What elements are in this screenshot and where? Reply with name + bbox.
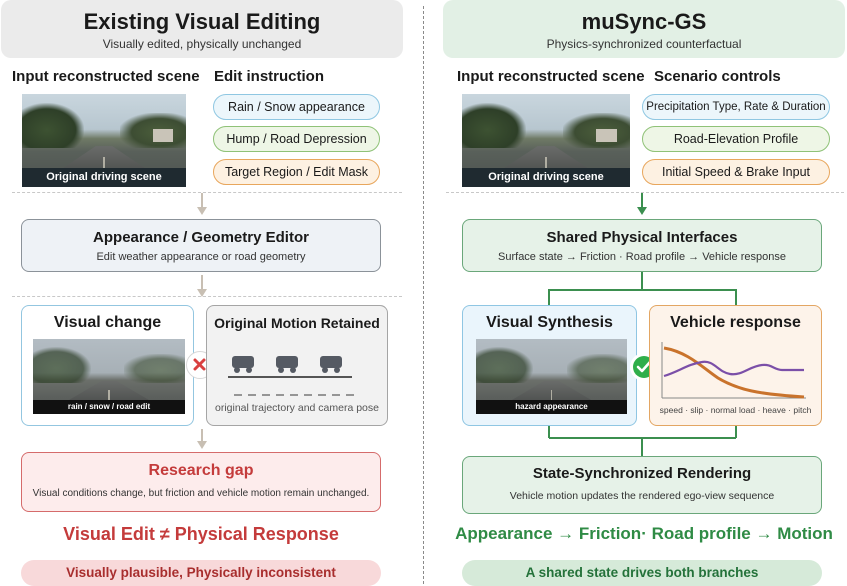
editor-subtitle: Edit weather appearance or road geometry — [96, 251, 306, 263]
left-edit-label: Edit instruction — [214, 68, 324, 85]
pill-hump-road: Hump / Road Depression — [213, 126, 380, 152]
research-gap-subtitle: Visual conditions change, but friction a… — [32, 488, 370, 499]
left-bottom-banner: Visually plausible, Physically inconsist… — [21, 560, 381, 586]
right-input-label: Input reconstructed scene — [457, 68, 645, 85]
branch-split-connector — [548, 272, 737, 306]
right-header: muSync-GS Physics-synchronized counterfa… — [443, 0, 845, 58]
motion-trajectory-diagram — [228, 356, 356, 396]
left-scene-caption: Original driving scene — [22, 168, 186, 187]
right-scene-caption: Original driving scene — [462, 168, 630, 187]
vehicle-response-box: Vehicle response speed · slip · normal l… — [649, 305, 822, 426]
right-divider-1 — [446, 192, 844, 193]
pill-target-region: Target Region / Edit Mask — [213, 159, 380, 185]
vehicle-icon — [320, 356, 342, 373]
pill-road-elevation: Road-Elevation Profile — [642, 126, 830, 152]
pill-initial-speed: Initial Speed & Brake Input — [642, 159, 830, 185]
vehicle-response-title: Vehicle response — [670, 314, 801, 331]
shared-interfaces-title: Shared Physical Interfaces — [546, 229, 738, 246]
shared-interfaces-subtitle: Surface state → Friction · Road profile … — [498, 251, 786, 263]
left-header-subtitle: Visually edited, physically unchanged — [102, 37, 302, 51]
left-header-title: Existing Visual Editing — [83, 9, 321, 34]
response-curve-decay — [663, 346, 805, 399]
vehicle-icon — [276, 356, 298, 373]
pill-rain-snow: Rain / Snow appearance — [213, 94, 380, 120]
rendering-title: State-Synchronized Rendering — [532, 465, 752, 482]
motion-retained-caption: original trajectory and camera pose — [214, 402, 379, 414]
pill-precipitation: Precipitation Type, Rate & Duration — [642, 94, 830, 120]
visual-synthesis-image: hazard appearance — [476, 339, 627, 414]
right-arrow-1 — [637, 193, 647, 215]
panel-divider — [423, 6, 424, 584]
right-header-title: muSync-GS — [581, 9, 707, 34]
left-header: Existing Visual Editing Visually edited,… — [1, 0, 403, 58]
vehicle-response-plot — [661, 342, 806, 399]
response-curve-oscillation — [663, 360, 804, 378]
left-divider-2 — [12, 296, 402, 297]
visual-synthesis-title: Visual Synthesis — [486, 314, 613, 331]
right-statement: Appearance → Friction· Road profile → Mo… — [455, 524, 833, 543]
vehicle-response-caption: speed · slip · normal load · heave · pit… — [659, 405, 812, 415]
left-input-label: Input reconstructed scene — [12, 68, 200, 85]
left-statement: Visual Edit ≠ Physical Response — [63, 524, 339, 544]
vehicle-icon — [232, 356, 254, 373]
left-scene-image: Original driving scene — [22, 94, 186, 187]
editor-box: Appearance / Geometry Editor Edit weathe… — [21, 219, 381, 272]
left-arrow-3 — [197, 429, 207, 449]
left-arrow-2 — [197, 275, 207, 297]
shared-interfaces-box: Shared Physical Interfaces Surface state… — [462, 219, 822, 272]
motion-retained-title: Original Motion Retained — [214, 315, 380, 331]
rendering-box: State-Synchronized Rendering Vehicle mot… — [462, 456, 822, 514]
right-header-subtitle: Physics-synchronized counterfactual — [546, 37, 742, 51]
visual-change-image: rain / snow / road edit — [33, 339, 185, 414]
visual-synthesis-caption: hazard appearance — [476, 400, 627, 414]
right-controls-label: Scenario controls — [654, 68, 781, 85]
branch-merge-connector — [548, 426, 737, 456]
visual-change-caption: rain / snow / road edit — [33, 400, 185, 414]
research-gap-title: Research gap — [148, 462, 254, 479]
right-scene-image: Original driving scene — [462, 94, 630, 187]
research-gap-box: Research gap Visual conditions change, b… — [21, 452, 381, 512]
right-bottom-banner: A shared state drives both branches — [462, 560, 822, 586]
rendering-subtitle: Vehicle motion updates the rendered ego-… — [509, 490, 775, 502]
left-arrow-1 — [197, 193, 207, 215]
left-divider-1 — [12, 192, 402, 193]
editor-title: Appearance / Geometry Editor — [93, 229, 309, 246]
visual-change-title: Visual change — [53, 314, 162, 331]
